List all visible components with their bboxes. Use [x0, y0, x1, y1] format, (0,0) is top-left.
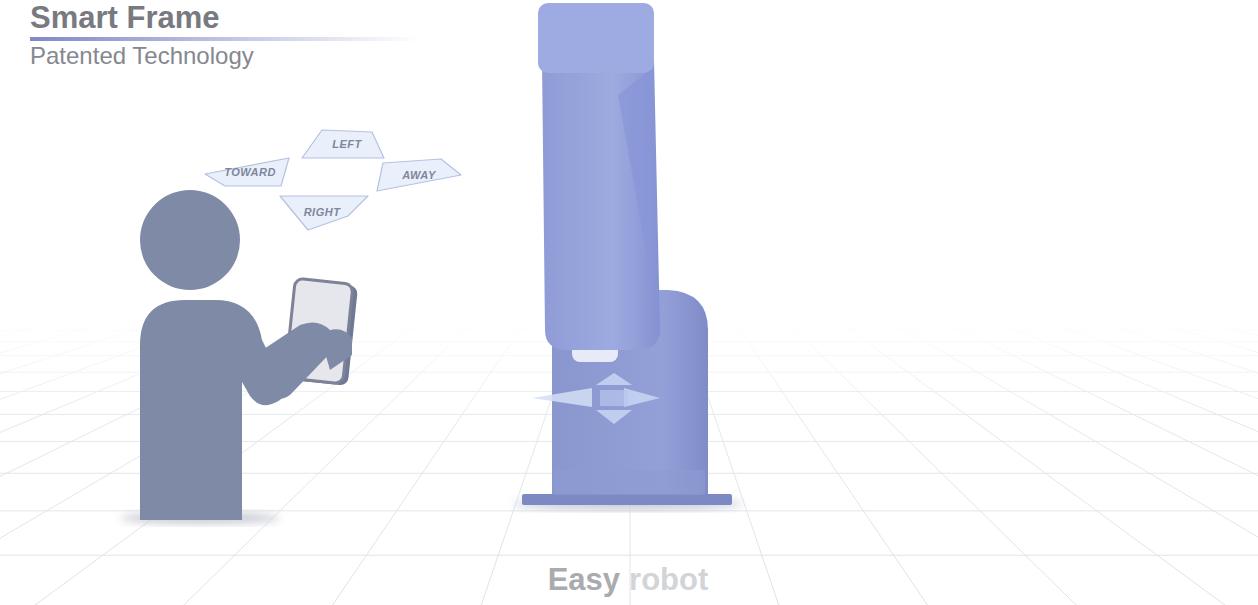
tag-text: RIGHT [304, 206, 341, 218]
direction-tag: AWAY [375, 157, 463, 193]
tag-text: LEFT [332, 138, 362, 150]
tag-text: TOWARD [224, 166, 276, 178]
tag-text: AWAY [402, 169, 436, 181]
subtitle: Patented Technology [30, 42, 254, 70]
robot-arm [538, 3, 660, 350]
tagline-word: Easy [548, 562, 620, 598]
direction-tag: LEFT [298, 128, 388, 160]
title-underline [30, 37, 420, 41]
direction-tag: RIGHT [278, 192, 370, 232]
tagline-word: robot [629, 562, 708, 598]
title: Smart Frame [30, 0, 220, 36]
direction-tag: TOWARD [203, 156, 291, 188]
person-hand [320, 329, 352, 370]
